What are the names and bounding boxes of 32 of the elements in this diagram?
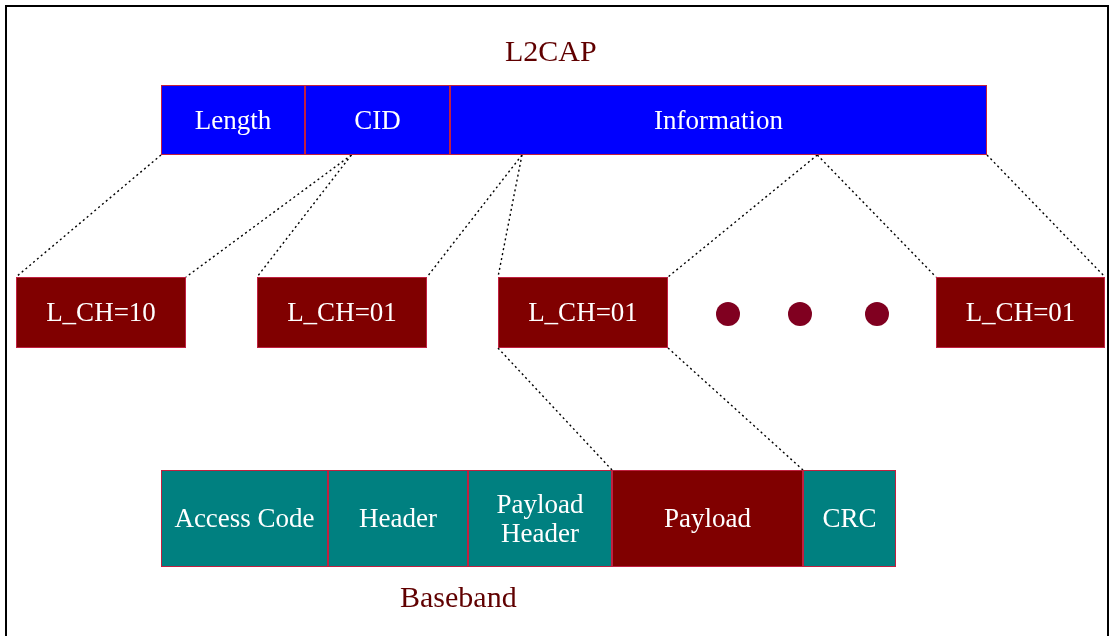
field-box bbox=[612, 470, 803, 567]
leader-line bbox=[497, 154, 523, 278]
leader-line bbox=[497, 347, 613, 471]
field-label: Access Code bbox=[173, 504, 316, 533]
field-box bbox=[450, 85, 987, 155]
channel-box bbox=[16, 277, 186, 348]
leader-line bbox=[816, 154, 937, 278]
field-box bbox=[328, 470, 468, 567]
field-label: L_CH=10 bbox=[46, 299, 156, 326]
field-box bbox=[803, 470, 896, 567]
section-label: Baseband bbox=[400, 580, 517, 614]
channel-box bbox=[936, 277, 1105, 348]
field-label: Length bbox=[194, 106, 272, 134]
field-box bbox=[161, 470, 328, 567]
field-box bbox=[305, 85, 450, 155]
field-label: Information bbox=[654, 106, 783, 134]
field-box bbox=[468, 470, 612, 567]
field-label: L_CH=01 bbox=[965, 299, 1076, 326]
leader-line bbox=[667, 154, 818, 278]
title: L2CAP bbox=[505, 34, 597, 68]
leader-line bbox=[256, 154, 353, 278]
field-label: CRC bbox=[822, 505, 877, 532]
field-label: Payload bbox=[664, 505, 751, 532]
field-label: Payload Header bbox=[495, 490, 585, 547]
channel-box bbox=[257, 277, 427, 348]
channel-box bbox=[498, 277, 668, 348]
field-box bbox=[161, 85, 305, 155]
field-label: CID bbox=[354, 106, 401, 134]
field-label: L_CH=01 bbox=[528, 299, 638, 326]
field-label: L_CH=01 bbox=[287, 299, 397, 326]
field-label: Header bbox=[359, 505, 437, 532]
leader-line bbox=[667, 347, 804, 471]
